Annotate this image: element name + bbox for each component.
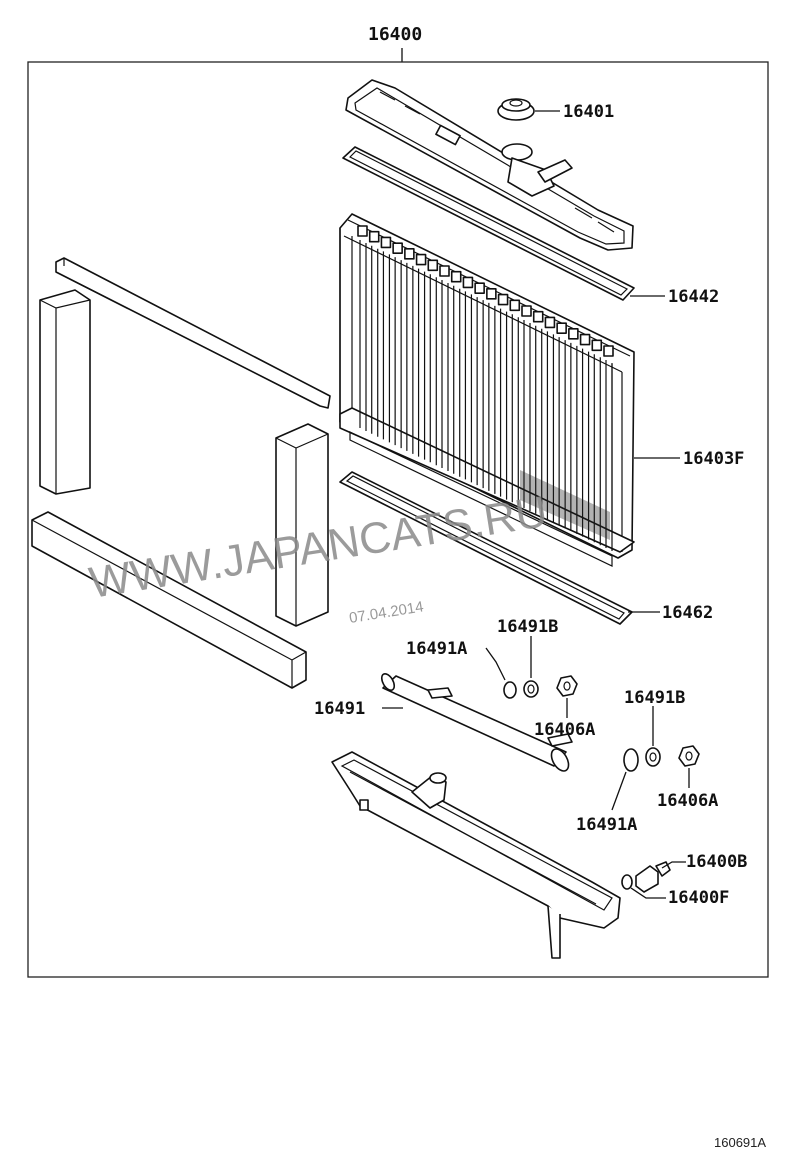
header-tooth: [392, 242, 403, 254]
header-tooth: [439, 265, 450, 277]
core-tube: [499, 308, 508, 500]
header-tooth: [521, 305, 532, 317]
header-tooth: [497, 293, 509, 306]
part-label-cap: 16401: [563, 102, 614, 122]
drain-oring-leader: [630, 887, 666, 899]
oring-upper: [503, 681, 517, 699]
oring-upper-leader: [485, 647, 506, 681]
header-tooth: [474, 282, 485, 294]
core-tube: [511, 314, 519, 506]
core-tube: [464, 291, 473, 483]
header-tooth: [579, 333, 591, 346]
header-tooth: [544, 316, 556, 329]
header-tooth: [427, 259, 439, 272]
header-tooth: [450, 270, 462, 283]
core-tube: [359, 240, 367, 431]
drain-cock-leader: [661, 861, 686, 869]
header-tooth: [486, 288, 497, 300]
header-tooth: [568, 328, 579, 340]
nut-lower: [678, 745, 700, 767]
drain-cock: [635, 861, 671, 893]
core-tube: [546, 331, 555, 523]
part-label-nut-upper: 16406A: [534, 720, 595, 740]
core-tube: [488, 302, 496, 494]
header-tooth: [415, 253, 427, 266]
core-tube: [406, 262, 414, 454]
upper-tank: [345, 79, 634, 251]
core-tube: [476, 297, 484, 489]
core-tube: [570, 342, 578, 534]
part-label-oring-lower: 16491A: [576, 815, 637, 835]
part-label-drain-oring: 16400F: [668, 888, 729, 908]
watermark-date: 07.04.2014: [348, 598, 425, 627]
core-tube: [593, 354, 601, 546]
diagram-code: 160691A: [714, 1135, 766, 1150]
part-label-nut-lower: 16406A: [657, 791, 718, 811]
part-label-oring-upper: 16491A: [406, 639, 467, 659]
lower-tank: [331, 751, 621, 959]
part-label-upper-gasket: 16442: [668, 287, 719, 307]
header-tooth: [380, 236, 392, 249]
core-tube: [417, 268, 426, 460]
core-tube: [523, 320, 531, 511]
part-label-lower-gasket: 16462: [662, 603, 713, 623]
header-tooth: [603, 345, 614, 357]
header-tooth: [357, 225, 368, 237]
core-tube: [382, 251, 391, 443]
oring-lower-leader: [611, 771, 627, 811]
core-tube: [605, 360, 613, 551]
drain-oring: [621, 874, 633, 890]
core-tube: [441, 280, 449, 471]
header-tooth: [368, 230, 380, 243]
core-header-teeth: [357, 225, 614, 357]
core-tube: [453, 285, 461, 477]
core-tube: [535, 325, 543, 517]
assembly-number-label: 16400: [368, 24, 422, 45]
part-label-pipe: 16491: [314, 699, 365, 719]
header-tooth: [462, 276, 474, 289]
part-label-drain-cock: 16400B: [686, 852, 747, 872]
part-label-washer-upper: 16491B: [497, 617, 558, 637]
header-tooth: [532, 310, 544, 323]
core-tube: [581, 348, 590, 540]
radiator-cap: [497, 98, 535, 121]
core-tubes: [359, 240, 613, 551]
header-tooth: [591, 339, 603, 352]
core-tube: [558, 337, 566, 529]
radiator-core: [339, 213, 635, 567]
core-tube: [429, 274, 437, 466]
nut-upper: [556, 675, 578, 697]
seal-left-block: [39, 289, 91, 495]
diagram-frame: [27, 61, 769, 978]
part-label-core: 16403F: [683, 449, 744, 469]
core-tube: [394, 257, 402, 449]
washer-upper: [523, 680, 539, 698]
washer-lower: [645, 747, 661, 767]
cooler-pipe: [380, 673, 573, 772]
header-tooth: [556, 322, 567, 334]
header-tooth: [509, 299, 521, 312]
part-label-washer-lower: 16491B: [624, 688, 685, 708]
oring-lower: [623, 748, 639, 772]
seal-bottom-strip: [31, 511, 307, 689]
seal-right-block: [275, 423, 329, 627]
header-tooth: [404, 248, 415, 260]
core-tube: [371, 245, 379, 437]
upper-gasket: [342, 146, 635, 301]
seal-top-strip: [55, 257, 331, 409]
